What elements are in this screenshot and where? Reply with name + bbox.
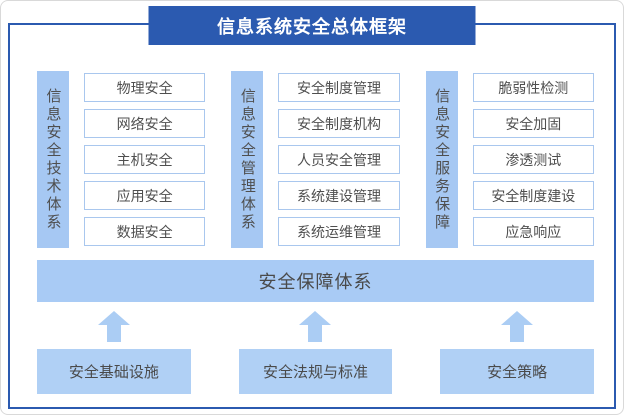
column-service-guarantee: 信息安全服务保障 脆弱性检测 安全加固 渗透测试 安全制度建设 应急响应 bbox=[425, 71, 594, 248]
column-management-system: 信息安全管理体系 安全制度管理 安全制度机构 人员安全管理 系统建设管理 系统运… bbox=[231, 71, 400, 248]
foundation-row: 安全基础设施 安全法规与标准 安全策略 bbox=[37, 349, 594, 394]
column-label-service: 信息安全服务保障 bbox=[425, 71, 458, 248]
security-columns: 信息安全技术体系 物理安全 网络安全 主机安全 应用安全 数据安全 信息安全管理… bbox=[37, 71, 594, 248]
page-title: 信息系统安全总体框架 bbox=[148, 6, 476, 45]
column-technology-system: 信息安全技术体系 物理安全 网络安全 主机安全 应用安全 数据安全 bbox=[37, 71, 206, 248]
item-security-policy-management: 安全制度管理 bbox=[278, 73, 400, 102]
management-items: 安全制度管理 安全制度机构 人员安全管理 系统建设管理 系统运维管理 bbox=[278, 71, 400, 248]
item-penetration-testing: 渗透测试 bbox=[472, 145, 594, 174]
item-application-security: 应用安全 bbox=[84, 181, 206, 210]
item-emergency-response: 应急响应 bbox=[472, 217, 594, 246]
item-security-system-construction: 安全制度建设 bbox=[472, 181, 594, 210]
item-vulnerability-detection: 脆弱性检测 bbox=[472, 73, 594, 102]
item-security-hardening: 安全加固 bbox=[472, 109, 594, 138]
item-data-security: 数据安全 bbox=[84, 217, 206, 246]
guarantee-system-bar: 安全保障体系 bbox=[37, 260, 594, 302]
item-physical-security: 物理安全 bbox=[84, 73, 206, 102]
service-items: 脆弱性检测 安全加固 渗透测试 安全制度建设 应急响应 bbox=[472, 71, 594, 248]
box-security-strategy: 安全策略 bbox=[440, 349, 594, 394]
up-arrow-icon bbox=[501, 311, 534, 342]
box-security-infrastructure: 安全基础设施 bbox=[37, 349, 191, 394]
box-security-laws-standards: 安全法规与标准 bbox=[238, 349, 393, 394]
item-personnel-security-management: 人员安全管理 bbox=[278, 145, 400, 174]
diagram-content: 信息安全技术体系 物理安全 网络安全 主机安全 应用安全 数据安全 信息安全管理… bbox=[37, 71, 594, 394]
item-network-security: 网络安全 bbox=[84, 109, 206, 138]
up-arrow-icon bbox=[299, 311, 332, 342]
column-label-technology: 信息安全技术体系 bbox=[37, 71, 69, 248]
arrows-row bbox=[37, 311, 594, 342]
item-security-policy-organization: 安全制度机构 bbox=[278, 109, 400, 138]
up-arrow-icon bbox=[97, 311, 130, 342]
item-system-operation-management: 系统运维管理 bbox=[278, 217, 400, 246]
item-host-security: 主机安全 bbox=[84, 145, 206, 174]
column-label-management: 信息安全管理体系 bbox=[231, 71, 264, 248]
item-system-construction-management: 系统建设管理 bbox=[278, 181, 400, 210]
technology-items: 物理安全 网络安全 主机安全 应用安全 数据安全 bbox=[84, 71, 206, 248]
